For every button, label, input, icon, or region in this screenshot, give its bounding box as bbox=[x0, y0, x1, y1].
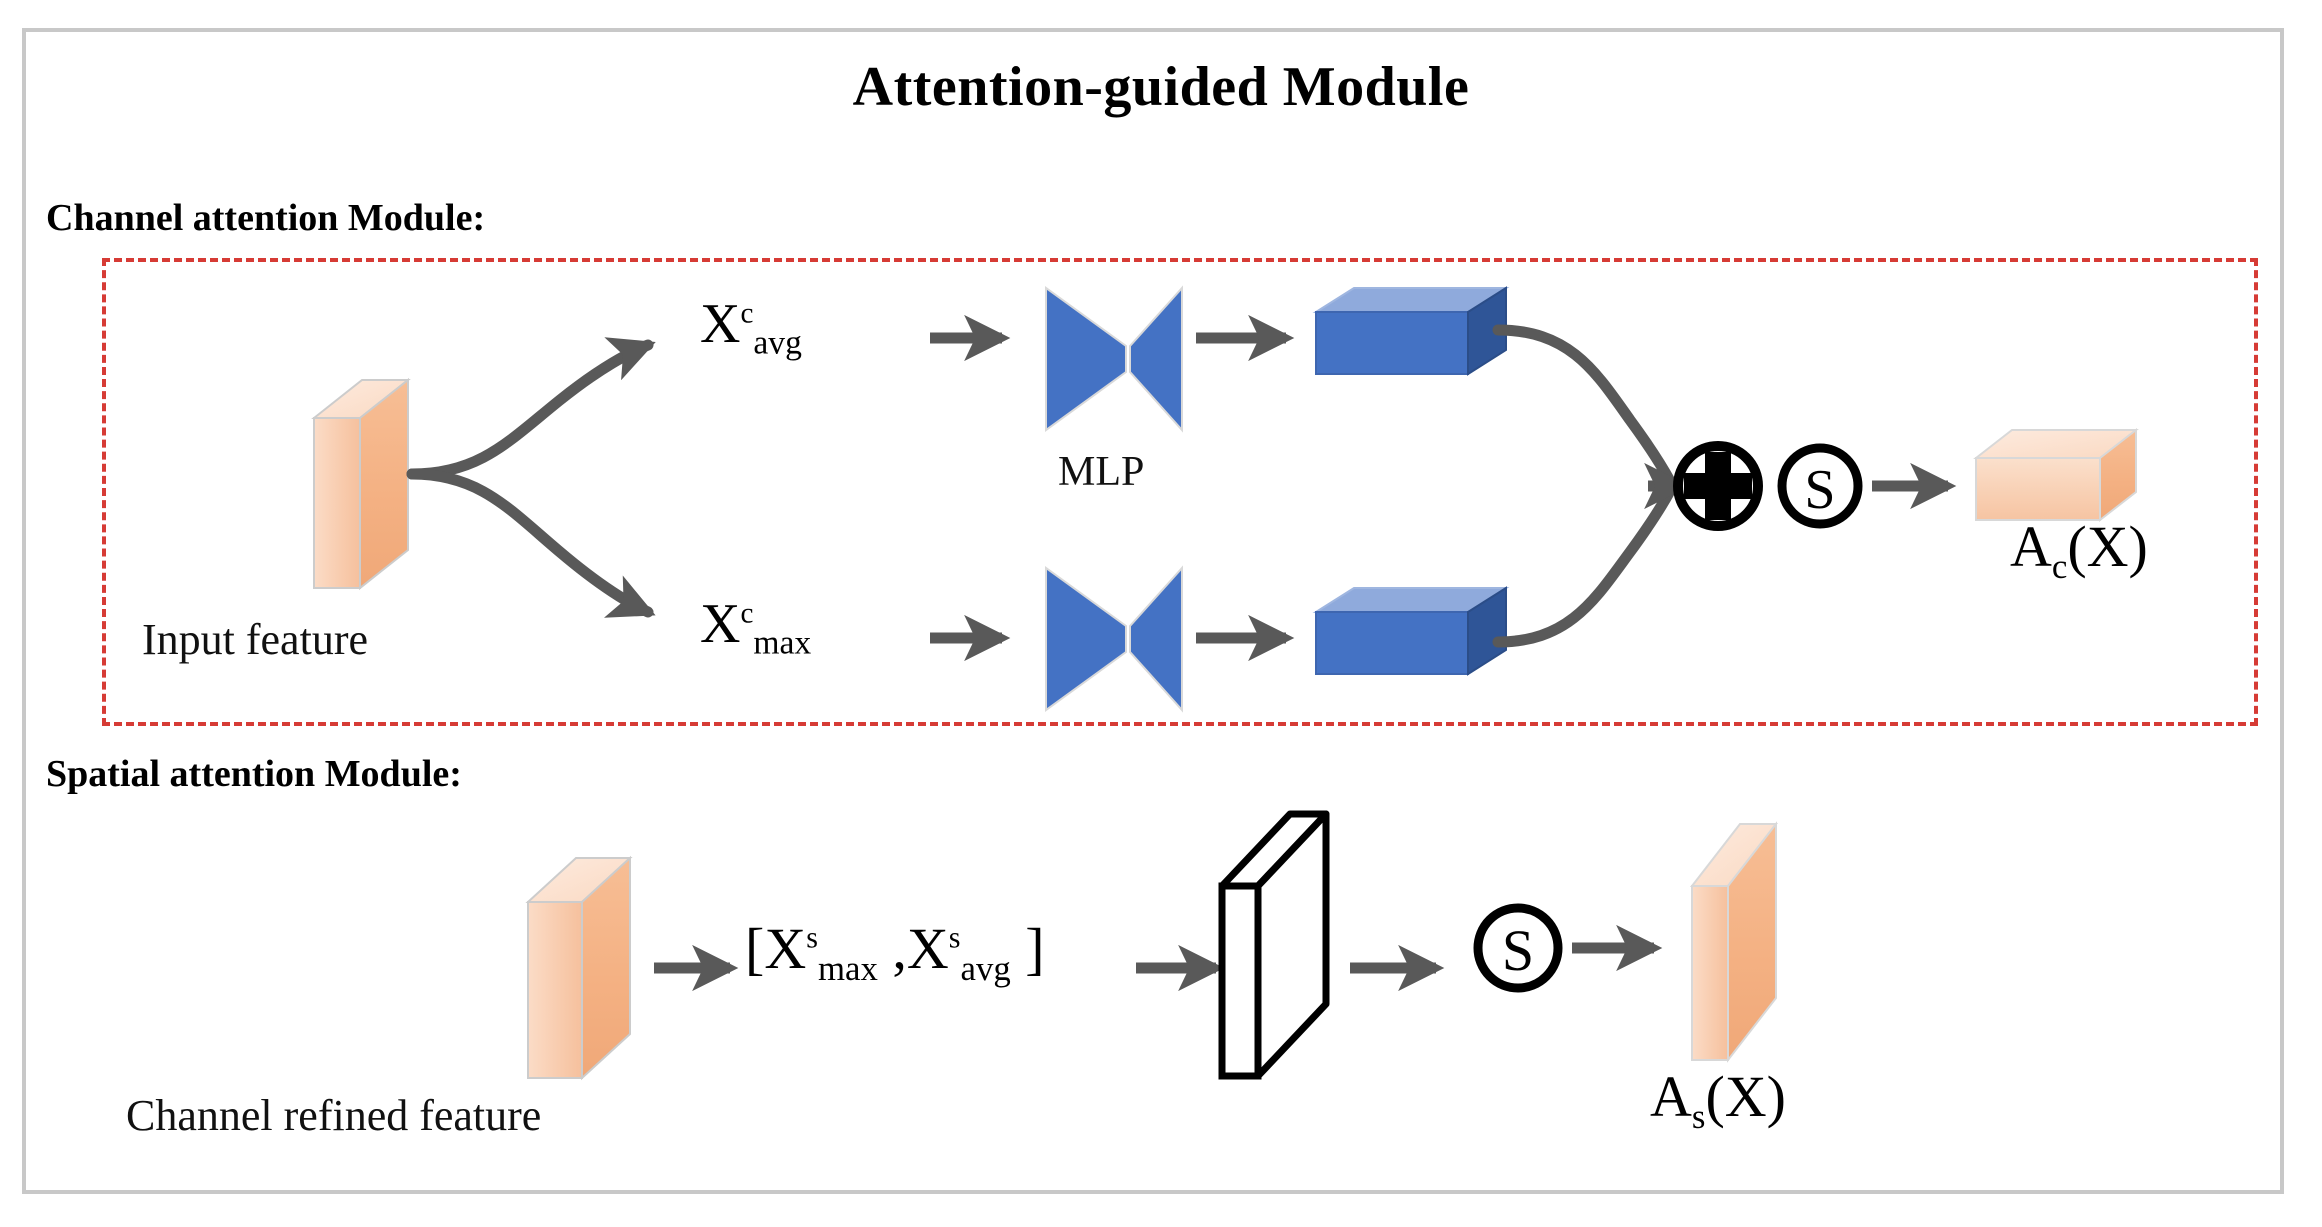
branch-arrow-to-avg bbox=[406, 337, 656, 480]
as-sub: s bbox=[1691, 1096, 1706, 1136]
concat-close: ] bbox=[1010, 916, 1045, 981]
pooled-max-label: Xcmax bbox=[700, 593, 811, 660]
channel-attention-section-label: Channel attention Module: bbox=[46, 197, 486, 239]
spatial-attention-output-label: As(X) bbox=[1650, 1068, 1786, 1134]
channel-descriptor-bar-bottom bbox=[1312, 586, 1510, 676]
channel-attention-output-label: Ac(X) bbox=[2010, 518, 2148, 584]
spatial-attention-section-label: Spatial attention Module: bbox=[46, 753, 462, 795]
pooled-avg-label: Xcavg bbox=[700, 293, 802, 360]
input-feature-block bbox=[311, 377, 411, 591]
pooled-avg-sup: c bbox=[740, 297, 754, 330]
concat-second-base: X bbox=[906, 916, 949, 981]
circled-plus-icon bbox=[1673, 441, 1763, 531]
as-base: A bbox=[1650, 1064, 1692, 1129]
pooled-max-base: X bbox=[700, 593, 741, 655]
input-feature-label: Input feature bbox=[142, 615, 368, 664]
page-title: Attention-guided Module bbox=[852, 56, 1470, 118]
concat-second-sup: s bbox=[948, 920, 961, 955]
ac-base: A bbox=[2010, 514, 2052, 579]
svg-text:S: S bbox=[1804, 459, 1835, 521]
channel-descriptor-bar-top bbox=[1312, 286, 1510, 376]
conv-block bbox=[1218, 810, 1330, 1080]
merge-curve-top bbox=[1492, 324, 1676, 487]
svg-text:S: S bbox=[1502, 918, 1534, 983]
channel-attention-output-block bbox=[1973, 427, 2139, 523]
channel-attention-dashed-region bbox=[102, 258, 2258, 726]
merge-curve-bottom bbox=[1492, 485, 1676, 648]
mlp-block-bottom bbox=[1045, 565, 1183, 713]
channel-refined-feature-block bbox=[525, 855, 633, 1081]
mlp-block-top bbox=[1045, 285, 1183, 433]
concat-first-base: X bbox=[764, 916, 807, 981]
concat-separator: , bbox=[877, 916, 907, 981]
concat-first-sub: max bbox=[817, 948, 878, 988]
concat-open: [ bbox=[745, 916, 765, 981]
pooled-max-sub: max bbox=[753, 624, 812, 662]
pooled-max-sup: c bbox=[740, 597, 754, 630]
mlp-label: MLP bbox=[1058, 449, 1145, 495]
concat-label: [Xsmax ,Xsavg ] bbox=[745, 920, 1045, 986]
pooled-avg-base: X bbox=[700, 293, 741, 355]
branch-arrow-to-max bbox=[406, 468, 656, 618]
pooled-avg-sub: avg bbox=[753, 324, 802, 362]
ac-sub: c bbox=[2051, 546, 2068, 586]
concat-second-sub: avg bbox=[960, 948, 1011, 988]
channel-refined-feature-label: Channel refined feature bbox=[126, 1091, 542, 1140]
spatial-attention-output-block bbox=[1689, 821, 1779, 1063]
circled-s-icon-spatial: S bbox=[1473, 903, 1563, 993]
circled-s-icon-channel: S bbox=[1777, 443, 1863, 529]
concat-first-sup: s bbox=[806, 920, 818, 955]
ac-tail: (X) bbox=[2067, 514, 2148, 579]
as-tail: (X) bbox=[1705, 1064, 1786, 1129]
